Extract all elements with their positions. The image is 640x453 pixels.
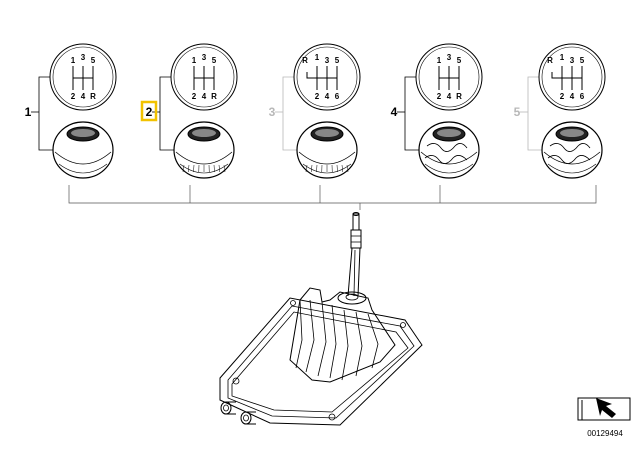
gear-lever-assembly: [219, 212, 423, 426]
position-label-4[interactable]: 4: [391, 105, 398, 119]
position-label-2[interactable]: 2: [146, 105, 153, 119]
gear-label: 5: [335, 56, 340, 65]
gear-label: 3: [570, 56, 575, 65]
connector-line: [68, 185, 597, 210]
gear-label: 1: [437, 56, 442, 65]
gear-label: 6: [335, 92, 340, 101]
label-brackets: 1 2 3 4 5: [25, 76, 542, 151]
gear-label: 4: [81, 92, 86, 101]
gear-label: 4: [202, 92, 207, 101]
gear-label: R: [302, 56, 308, 65]
gear-label: 3: [81, 53, 86, 62]
gear-label: 3: [447, 53, 452, 62]
gear-label: 3: [202, 53, 207, 62]
gear-label: 4: [447, 92, 452, 101]
gear-label: 5: [580, 56, 585, 65]
gear-label: 1: [71, 56, 76, 65]
gear-label: R: [90, 92, 96, 101]
gear-label: 1: [192, 56, 197, 65]
gear-label: 6: [580, 92, 585, 101]
reference-number: 00129494: [587, 429, 623, 438]
gear-label: 1: [560, 53, 565, 62]
gear-label: 5: [212, 56, 217, 65]
gear-label: R: [547, 56, 553, 65]
gear-label: R: [211, 92, 217, 101]
gear-label: 1: [315, 53, 320, 62]
view-direction-icon: 00129494: [577, 397, 631, 438]
gear-label: R: [456, 92, 462, 101]
gear-label: 2: [71, 92, 76, 101]
gear-label: 2: [437, 92, 442, 101]
gear-label: 4: [570, 92, 575, 101]
gear-label: 2: [560, 92, 565, 101]
position-label-5[interactable]: 5: [514, 105, 521, 119]
highlight-frame: [140, 100, 158, 122]
gear-label: 5: [457, 56, 462, 65]
gear-label: 5: [91, 56, 96, 65]
gear-label: 2: [315, 92, 320, 101]
gear-label: 2: [192, 92, 197, 101]
gear-label: 3: [325, 56, 330, 65]
position-label-1[interactable]: 1: [25, 105, 32, 119]
gear-label: 4: [325, 92, 330, 101]
position-label-3[interactable]: 3: [269, 105, 276, 119]
